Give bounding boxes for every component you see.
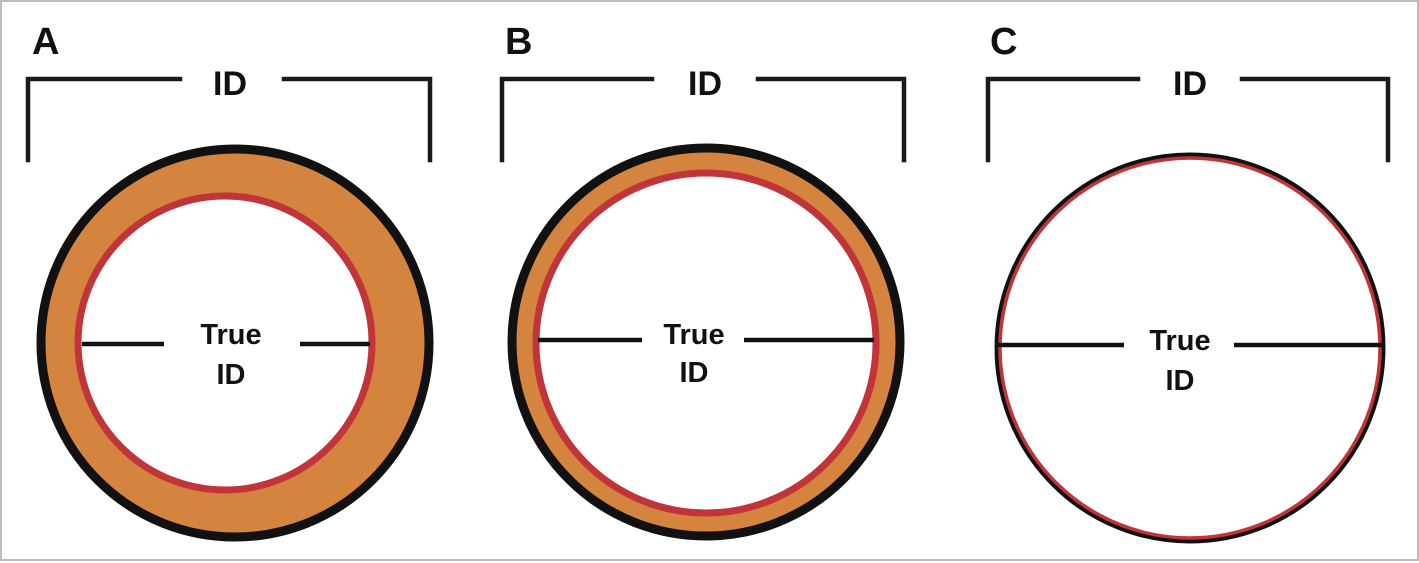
panel-a-id-bracket-right — [281, 76, 433, 163]
panel-c-true-lumen — [998, 156, 1382, 540]
panel-c-id-bracket-left — [985, 76, 1141, 163]
panel-a-true-lumen — [74, 192, 376, 494]
panel-b-letter: B — [505, 21, 532, 63]
panel-b-true-label: True — [663, 319, 724, 351]
panel-b-true-lumen — [532, 169, 880, 517]
panel-b-id-bracket-left — [499, 76, 655, 163]
panel-c-id-label: ID — [1173, 65, 1207, 103]
panel-c: C ID True ID — [985, 21, 1391, 544]
panel-c-letter: C — [990, 21, 1017, 63]
panel-a-true-id-label: ID — [217, 359, 246, 391]
panel-c-id-bracket-right — [1239, 76, 1391, 163]
panel-b-id-label: ID — [688, 65, 722, 103]
panel-a: A ID True ID — [25, 21, 434, 542]
panel-c-outer-wall — [994, 152, 1386, 544]
panel-a-true-label: True — [200, 319, 261, 351]
panel-c-true-id-label: ID — [1166, 365, 1195, 397]
panel-b-id-bracket-right — [755, 76, 907, 163]
panel-b: B ID True ID — [499, 21, 907, 541]
panel-b-true-id-label: ID — [680, 357, 709, 389]
panel-a-id-bracket-left — [25, 76, 183, 163]
panel-a-letter: A — [32, 21, 59, 63]
panel-a-id-label: ID — [213, 65, 247, 103]
panel-c-true-label: True — [1149, 325, 1210, 357]
